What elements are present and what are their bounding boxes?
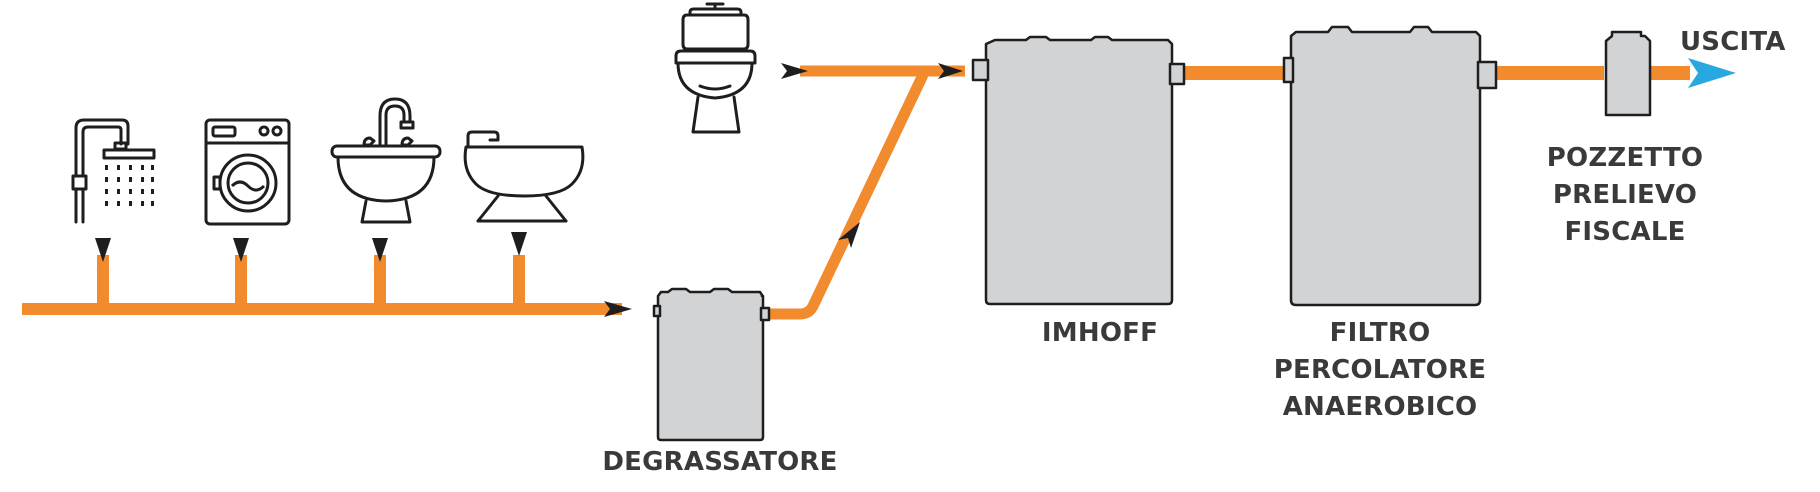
pozzetto-label-line-2: PRELIEVO [1552,180,1698,210]
filtro-label-line-1: FILTRO [1329,318,1431,348]
pozzetto-label-line-3: FISCALE [1564,217,1686,247]
flow-arrow-icon [233,238,249,262]
imhoff-label-text: IMHOFF [1041,318,1159,348]
outlet-arrow-icon [1688,58,1736,88]
pipes [22,65,1690,320]
flow-arrow-icon [372,238,388,262]
bidet-icon [463,130,585,223]
flow-arrow-icon [95,238,111,262]
flow-arrows [95,63,963,317]
degrassatore-label: DEGRASSATORE [580,444,860,481]
flow-arrow-icon [511,232,527,256]
flow-arrow-icon [938,63,963,79]
toilet-icon [674,2,757,134]
filtro-label-line-2: PERCOLATORE [1273,355,1487,385]
pozzetto-label-line-1: POZZETTO [1546,143,1704,173]
imhoff-label: IMHOFF [1000,315,1200,352]
pozzetto-tank [1604,30,1652,117]
degrassatore-tank [652,287,771,442]
uscita-label: USCITA [1680,24,1820,61]
sink-icon [330,97,442,224]
tanks [652,25,1652,442]
flow-arrow-icon [781,63,808,79]
flow-arrow-icon [604,301,632,317]
washing-machine-icon [204,118,291,226]
degrassatore-label-text: DEGRASSATORE [602,447,838,477]
pozzetto-label: POZZETTO PRELIEVO FISCALE [1520,140,1730,251]
flow-arrow-icon [838,222,860,248]
shower-icon [71,118,156,224]
filtro-label-line-3: ANAEROBICO [1282,392,1478,422]
imhoff-tank [971,35,1186,306]
uscita-label-text: USCITA [1680,27,1786,57]
filtro-tank [1282,25,1498,307]
filtro-label: FILTRO PERCOLATORE ANAEROBICO [1250,315,1510,426]
degrassatore-to-imhoff-pipe [762,65,965,320]
